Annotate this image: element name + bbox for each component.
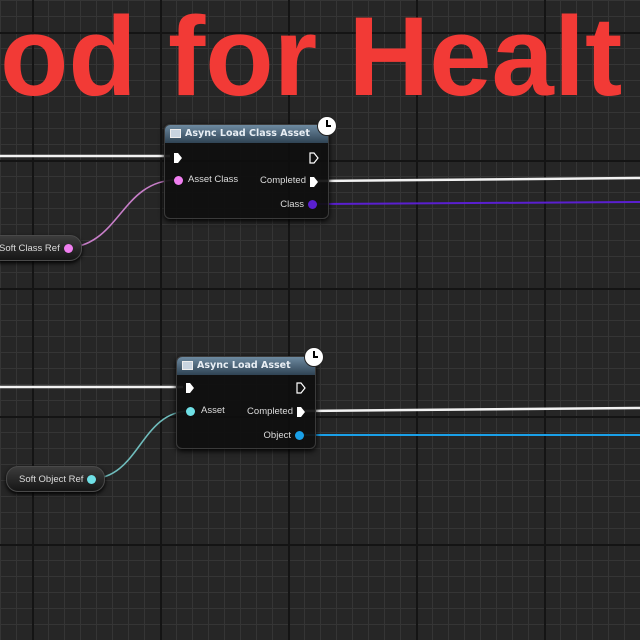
completed-label: Completed xyxy=(247,406,293,417)
soft-class-ref-label: Soft Class Ref xyxy=(0,242,60,254)
async-load-asset-node[interactable]: Async Load Asset Asset Completed Object xyxy=(176,356,316,449)
soft-object-ref-pin[interactable] xyxy=(87,474,97,484)
completed-pin-icon[interactable] xyxy=(296,406,306,418)
asset-class-label: Asset Class xyxy=(188,174,239,185)
exec-out-pin-icon[interactable] xyxy=(309,152,319,164)
asset-pin[interactable] xyxy=(186,407,195,416)
exec-wire-2-out xyxy=(302,406,640,413)
object-output-label: Object xyxy=(263,430,291,441)
object-ref-wire xyxy=(89,410,191,480)
exec-wire-1-out xyxy=(315,176,640,183)
node-title: Async Load Asset xyxy=(197,360,291,371)
function-icon xyxy=(182,361,193,370)
node-header[interactable]: Async Load Class Asset xyxy=(165,125,328,143)
exec-in-pin-icon[interactable] xyxy=(173,152,183,164)
class-ref-wire xyxy=(63,179,178,249)
soft-class-ref-pin[interactable] xyxy=(63,243,73,253)
function-icon xyxy=(170,129,181,138)
class-output-pin[interactable] xyxy=(308,200,317,209)
clock-icon xyxy=(317,116,337,136)
object-output-pin[interactable] xyxy=(295,431,304,440)
clock-icon xyxy=(304,347,324,367)
exec-out-pin-icon[interactable] xyxy=(296,382,306,394)
overlay-title: od for Healt xyxy=(0,0,623,119)
soft-class-ref-node[interactable]: Soft Class Ref xyxy=(0,235,82,261)
async-load-class-asset-node[interactable]: Async Load Class Asset Asset Class Compl… xyxy=(164,124,329,219)
completed-label: Completed xyxy=(260,175,306,186)
asset-class-pin[interactable] xyxy=(174,176,183,185)
exec-in-pin-icon[interactable] xyxy=(185,382,195,394)
node-title: Async Load Class Asset xyxy=(185,128,310,139)
soft-object-ref-label: Soft Object Ref xyxy=(19,473,84,485)
node-header[interactable]: Async Load Asset xyxy=(177,357,315,375)
soft-object-ref-node[interactable]: Soft Object Ref xyxy=(6,466,106,492)
class-output-label: Class xyxy=(280,199,304,210)
asset-label: Asset xyxy=(201,405,225,416)
class-wire-out xyxy=(315,201,640,205)
completed-pin-icon[interactable] xyxy=(309,176,319,188)
